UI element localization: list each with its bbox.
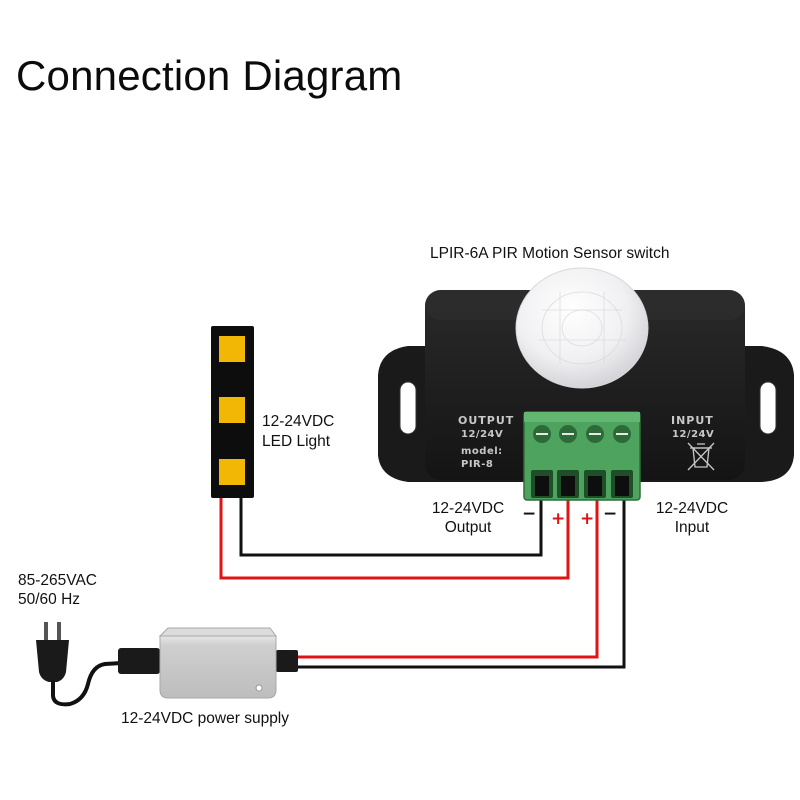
model-value: PIR-8 bbox=[461, 459, 493, 470]
led-positive-wire bbox=[219, 498, 570, 580]
pir-sensor-switch: OUTPUT 12/24V model: PIR-8 INPUT 12/24V bbox=[378, 267, 794, 501]
input-positive-sign: + bbox=[580, 509, 594, 529]
power-supply-unit bbox=[118, 627, 298, 699]
model-label: model: bbox=[461, 446, 503, 457]
output-voltage-label: 12-24VDC bbox=[431, 500, 505, 517]
supply-negative-wire bbox=[296, 500, 626, 669]
mount-slot-left bbox=[399, 381, 417, 435]
led-voltage-label: 12-24VDC bbox=[262, 413, 335, 430]
led-name-label: LED Light bbox=[262, 433, 331, 450]
pir-dome bbox=[515, 267, 649, 389]
led-negative-wire bbox=[239, 498, 543, 557]
output-label: OUTPUT bbox=[458, 414, 514, 427]
crossed-bin-icon bbox=[687, 442, 715, 471]
output-positive-sign: + bbox=[551, 509, 565, 529]
sensor-name-label: LPIR-6A PIR Motion Sensor switch bbox=[430, 245, 670, 262]
terminal-block bbox=[523, 411, 641, 501]
input-voltage-label: 12-24VDC bbox=[655, 500, 729, 517]
input-label: INPUT bbox=[671, 414, 714, 427]
ac-frequency-label: 50/60 Hz bbox=[18, 591, 81, 608]
ac-voltage-label: 85-265VAC bbox=[18, 572, 97, 589]
polarity-markers: − + + − bbox=[522, 504, 617, 529]
supply-positive-wire bbox=[296, 500, 599, 659]
led-chip bbox=[219, 459, 245, 485]
power-supply-label: 12-24VDC power supply bbox=[121, 710, 290, 727]
led-chip bbox=[219, 336, 245, 362]
mount-slot-right bbox=[759, 381, 777, 435]
input-name-label: Input bbox=[674, 519, 710, 536]
led-chip bbox=[219, 397, 245, 423]
led-strip bbox=[211, 326, 254, 498]
power-led bbox=[255, 684, 263, 692]
output-voltage: 12/24V bbox=[461, 429, 503, 440]
ac-plug bbox=[36, 622, 124, 707]
input-voltage: 12/24V bbox=[672, 429, 714, 440]
input-negative-sign: − bbox=[603, 504, 617, 524]
page-title: Connection Diagram bbox=[16, 52, 403, 99]
wires bbox=[219, 498, 626, 669]
output-negative-sign: − bbox=[522, 504, 536, 524]
output-name-label: Output bbox=[444, 519, 492, 536]
